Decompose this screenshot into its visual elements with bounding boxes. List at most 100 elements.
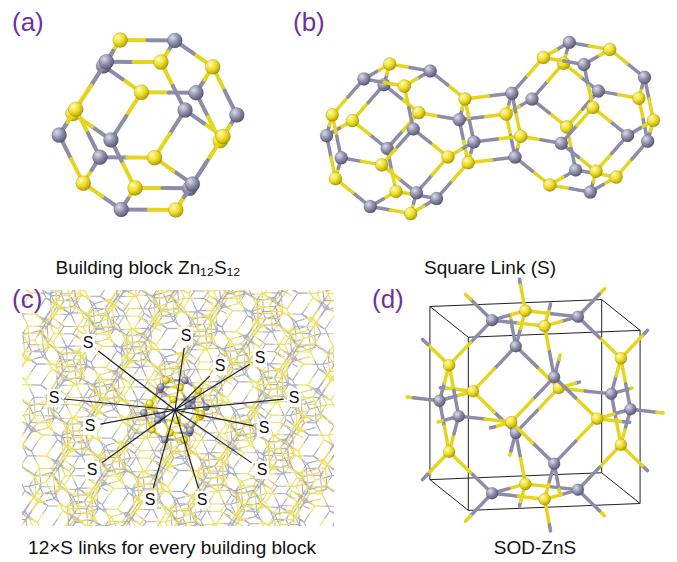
zn-atom	[572, 484, 584, 496]
s-atom	[443, 359, 455, 371]
bond-stick	[422, 474, 427, 479]
s-atom	[519, 478, 531, 490]
zn-atom	[167, 33, 182, 48]
s-atom	[590, 165, 603, 178]
bond-stick	[559, 355, 560, 359]
bond-stick	[491, 427, 495, 428]
bond-stick	[623, 420, 629, 424]
zn-atom	[605, 388, 617, 400]
panel-letter: (d)	[372, 285, 404, 314]
s-atom	[68, 102, 83, 117]
bond-stick	[465, 516, 470, 521]
cell-edge	[468, 337, 469, 510]
leader-line	[175, 410, 252, 463]
leader-line	[175, 399, 284, 410]
panel-letter: (a)	[12, 8, 44, 37]
s-atom	[632, 92, 645, 105]
lattice-s-bonds	[22, 290, 334, 526]
zn-atom	[638, 71, 651, 84]
s-atom	[519, 305, 531, 317]
zn-atom	[99, 54, 114, 69]
s-atom	[383, 57, 396, 70]
leader-line	[175, 410, 198, 488]
cell-edge	[468, 504, 640, 511]
s-atom	[147, 150, 162, 165]
link-label: S	[253, 349, 268, 367]
cell-edge	[430, 300, 602, 307]
zn-atom	[52, 128, 67, 143]
s-atom	[539, 320, 551, 332]
link-label: S	[83, 417, 98, 435]
zn-atom	[185, 177, 200, 192]
cell-edge	[602, 473, 640, 504]
s-atom	[205, 59, 220, 74]
panel-caption: SOD-ZnS	[494, 538, 576, 559]
s-atom	[346, 114, 359, 127]
link-label: S	[47, 389, 62, 407]
zn-atom	[577, 58, 590, 71]
zn-atom	[103, 132, 118, 147]
zn-atom	[453, 113, 466, 126]
s-atom	[326, 108, 339, 121]
zn-atom	[624, 403, 636, 415]
s-atom	[615, 439, 627, 451]
s-atom	[153, 55, 168, 70]
zn-atom	[467, 135, 480, 148]
cell-edge	[468, 330, 640, 337]
link-label: S	[257, 419, 272, 437]
panel-letter: (c)	[12, 285, 42, 314]
s-atom	[647, 114, 660, 127]
panel-letter: (b)	[293, 8, 325, 37]
leader-line	[64, 399, 175, 410]
s-atom	[198, 410, 205, 417]
cell-edge	[430, 473, 602, 480]
s-atom	[113, 33, 128, 48]
zn-atom	[229, 107, 244, 122]
s-atom	[500, 108, 513, 121]
link-label: S	[81, 334, 96, 352]
s-atom	[134, 85, 149, 100]
zn-atom	[563, 36, 576, 49]
s-atom	[442, 150, 455, 163]
bond-stick	[549, 304, 550, 308]
zn-atom	[572, 311, 584, 323]
link-label: S	[287, 389, 302, 407]
bond-stick	[657, 410, 663, 414]
cell-edge	[430, 480, 468, 511]
panel-caption: 12×S links for every building block	[28, 538, 316, 559]
link-leaders	[64, 348, 283, 488]
bond-stick	[465, 294, 470, 299]
s-atom	[462, 156, 475, 169]
leader-line	[175, 348, 184, 410]
zn-atom	[525, 93, 538, 106]
s-atom	[603, 43, 616, 56]
zn-atom	[555, 137, 568, 150]
bond-stick	[422, 339, 427, 344]
zn-atom	[92, 150, 107, 165]
zn-atom	[548, 458, 560, 470]
bond-stick	[549, 525, 550, 531]
zn-atom	[569, 163, 582, 176]
zn-atom	[486, 314, 498, 326]
s-atom	[505, 416, 517, 428]
link-label: S	[213, 357, 228, 375]
lattice-background	[22, 290, 334, 526]
cage-zn12s12	[52, 33, 245, 218]
link-label: S	[85, 461, 100, 479]
s-atom	[543, 179, 556, 192]
s-atom	[329, 172, 342, 185]
cell-edge	[429, 306, 430, 479]
zn-atom	[430, 192, 443, 205]
leader-line	[153, 410, 175, 488]
link-label: S	[195, 491, 210, 509]
s-atom	[610, 171, 623, 184]
leader-line	[175, 376, 210, 410]
zn-atom	[486, 487, 498, 499]
s-atom	[169, 396, 176, 403]
cell-edge	[430, 306, 468, 337]
leader-line	[98, 351, 175, 410]
s-atom	[458, 92, 471, 105]
bond-stick	[559, 489, 560, 495]
